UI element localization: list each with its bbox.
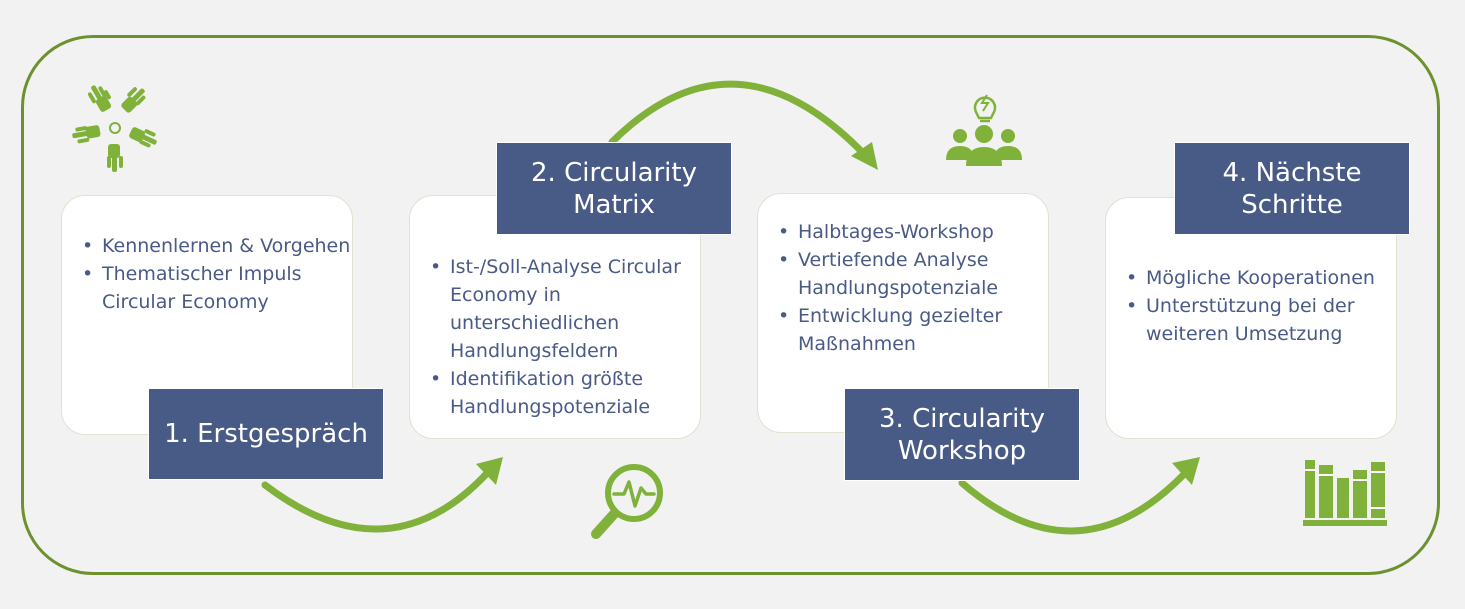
step-1-label: 1. Erstgespräch	[148, 388, 384, 480]
step-4-item: Mögliche Kooperationen	[1126, 264, 1396, 292]
arrow-3-to-4	[958, 466, 1192, 535]
step-1-list: Kennenlernen & Vorgehen Thematischer Imp…	[62, 232, 352, 316]
step-2-card: Ist-/Soll-Analyse Circular Economy in un…	[409, 195, 701, 439]
arrow-1-to-2	[261, 466, 494, 533]
step-4-item: Unterstützung bei der weiteren Umsetzung	[1126, 292, 1396, 348]
process-frame	[21, 35, 1440, 575]
arrow-1-to-2-head	[476, 457, 503, 485]
arrow-3-to-4-head	[1172, 457, 1200, 485]
step-2-item: Ist-/Soll-Analyse Circular Economy in un…	[430, 253, 700, 365]
step-3-item: Entwicklung gezielter Maßnahmen	[778, 302, 1048, 358]
step-2-label: 2. Circularity Matrix	[496, 142, 732, 235]
step-4-card: Mögliche Kooperationen Unterstützung bei…	[1105, 197, 1397, 439]
step-3-list: Halbtages-Workshop Vertiefende Analyse H…	[758, 218, 1048, 358]
arrow-2-to-3	[608, 80, 869, 159]
arrow-2-to-3-head	[851, 142, 878, 170]
step-3-item: Vertiefende Analyse Handlungspotenziale	[778, 246, 1048, 302]
step-1-item: Thematischer Impuls Circular Economy	[82, 260, 352, 316]
step-1-item: Kennenlernen & Vorgehen	[82, 232, 352, 260]
step-4-list: Mögliche Kooperationen Unterstützung bei…	[1106, 264, 1396, 348]
step-2-item: Identifikation größte Handlungspotenzial…	[430, 365, 700, 421]
step-2-list: Ist-/Soll-Analyse Circular Economy in un…	[410, 253, 700, 421]
step-3-item: Halbtages-Workshop	[778, 218, 1048, 246]
step-3-label: 3. Circularity Workshop	[844, 388, 1080, 481]
step-4-label: 4. Nächste Schritte	[1174, 142, 1410, 235]
